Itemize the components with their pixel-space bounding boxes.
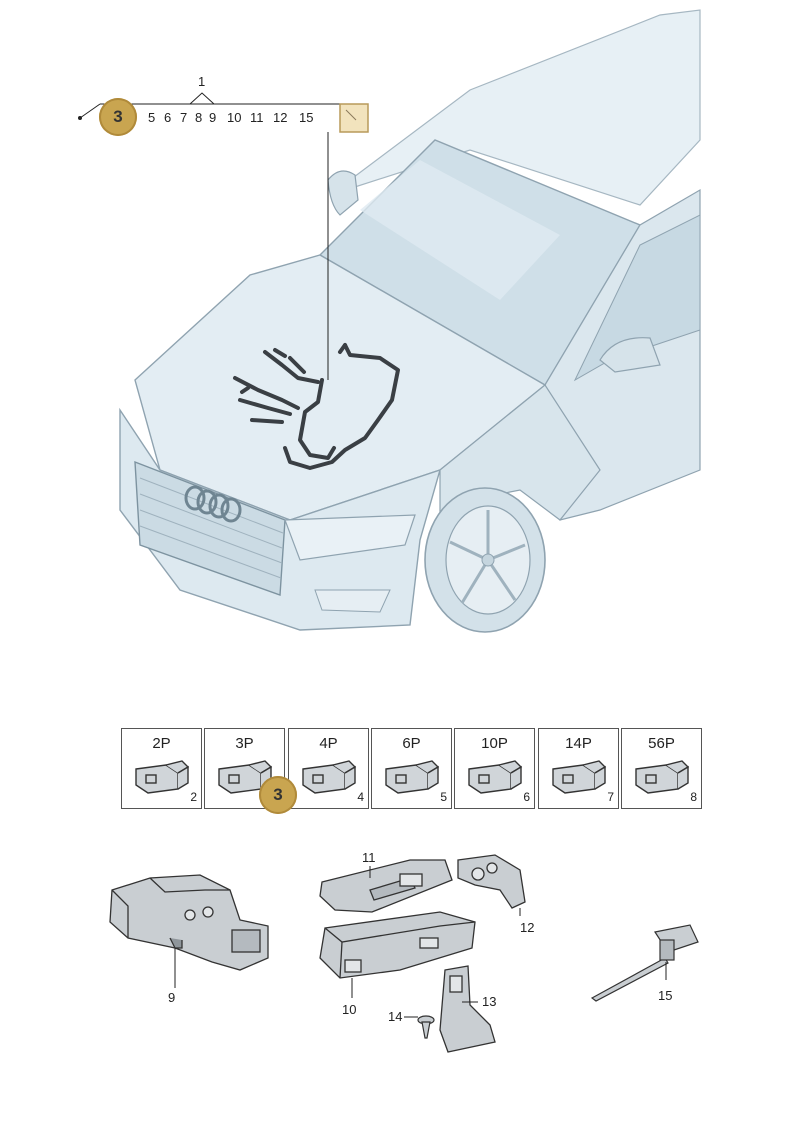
part-14-label: 14 [388,1009,402,1024]
callout-5: 5 [148,110,155,125]
connector-panel-6p[interactable]: 6P 5 [371,728,452,809]
connector-label: 2P [152,735,171,752]
connector-plug-icon [385,760,440,794]
connector-plug-icon [468,760,523,794]
rim-spokes [449,510,526,604]
right-mirror [599,337,661,373]
header-callout-svg: 1 5 6 7 8 9 10 11 12 15 [78,74,369,133]
part-11-label: 11 [362,850,376,865]
part-11-cover [319,859,453,913]
part-15-label: 15 [658,988,672,1003]
connector-callout: 8 [690,790,697,804]
connector-label: 14P [565,735,592,752]
callout-7: 7 [180,110,187,125]
headlight [284,514,416,561]
connector-callout: 2 [190,790,197,804]
connector-callout: 7 [607,790,614,804]
connector-plug-icon [218,760,273,794]
connector-plug-icon [635,760,690,794]
part-13-label: 13 [482,994,496,1009]
wheel-hub [481,553,495,567]
connector-panel-10p[interactable]: 10P 6 [454,728,535,809]
group-bracket [189,92,215,105]
callout-10: 10 [227,110,241,125]
parts-illustration: 9 11 12 10 13 14 15 [109,850,699,1053]
car-illustration [119,9,701,633]
callout-11: 11 [250,110,264,125]
part-10-label: 10 [342,1002,356,1017]
part-12-label: 12 [520,920,534,935]
part-15-cable-tie [590,924,699,1002]
callout-12: 12 [273,110,287,125]
location-square-mark [345,109,357,121]
connector-label: 10P [481,735,508,752]
brand-rings-logo [184,485,242,523]
connector-plug-icon [552,760,607,794]
part-13-holder [439,965,496,1053]
connector-label: 3P [235,735,254,752]
part-10-carrier [319,911,476,979]
connector-label: 6P [402,735,421,752]
main-part-badge[interactable]: 3 [99,98,137,136]
connector-panel-56p[interactable]: 56P 8 [621,728,702,809]
connector-plug-icon [302,760,357,794]
callout-6: 6 [164,110,171,125]
windshield-glare [360,160,560,300]
engine-wiring-harness [233,343,400,470]
part-9-label: 9 [168,990,175,1005]
callout-9: 9 [209,110,216,125]
connector-label: 4P [319,735,338,752]
connector-callout: 6 [523,790,530,804]
connector-part-badge[interactable]: 3 [259,776,297,814]
callout-8: 8 [195,110,202,125]
part-14-screw [417,1015,435,1039]
connector-callout: 5 [440,790,447,804]
connector-plug-icon [135,760,190,794]
part-9-bracket [109,874,269,971]
connector-panel-2p[interactable]: 2P 2 [121,728,202,809]
group-label: 1 [198,74,205,89]
callout-15: 15 [299,110,313,125]
part-12-clip [457,854,526,909]
callout-numbers: 5 6 7 8 9 10 11 12 15 [148,110,313,125]
connector-panel-14p[interactable]: 14P 7 [538,728,619,809]
connector-callout: 4 [357,790,364,804]
left-mirror [327,170,359,216]
connector-panel-4p[interactable]: 4P 4 [288,728,369,809]
leader-line [79,103,101,119]
fog-lamp [314,589,391,613]
connector-label: 56P [648,735,675,752]
